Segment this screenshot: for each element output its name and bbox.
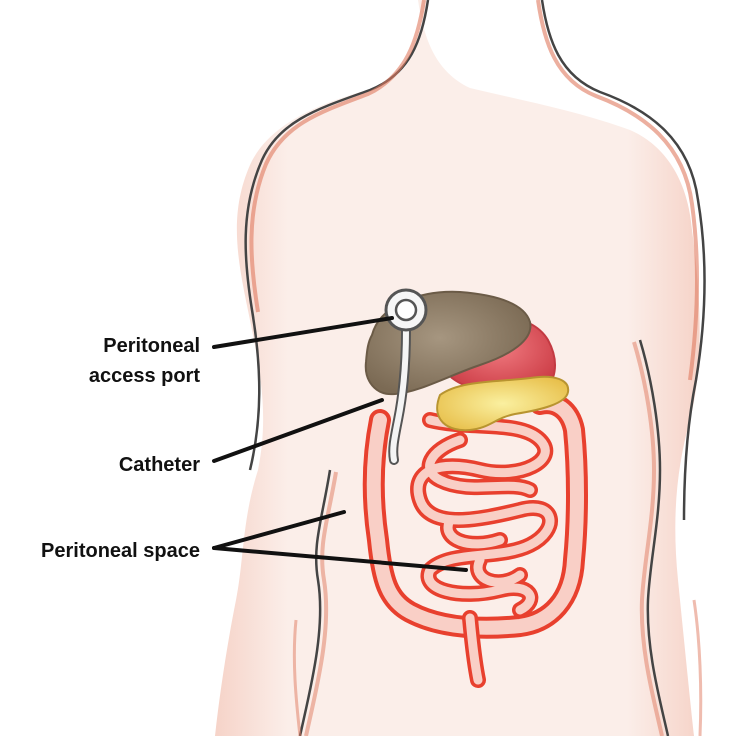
catheter-label: Catheter: [119, 454, 200, 476]
peritoneal-access-port: [386, 290, 426, 330]
right-arm-edge: [694, 600, 701, 736]
port-label-line1: Peritoneal: [103, 335, 200, 357]
port-inner-ring: [396, 300, 416, 320]
port-label-line2: access port: [89, 365, 201, 387]
peritoneal-space-label: Peritoneal space: [41, 540, 200, 562]
